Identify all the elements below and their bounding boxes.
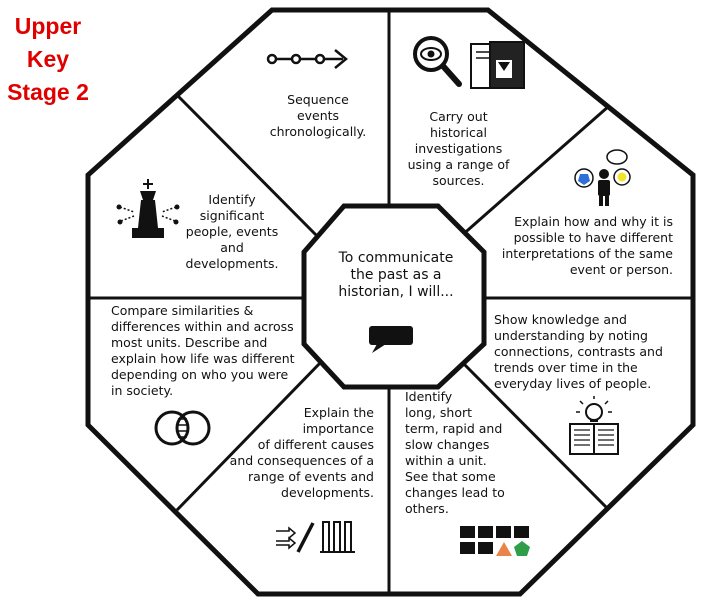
segment-causes-text: Explain the importance of different caus… <box>222 405 374 501</box>
segment-line: event or person. <box>569 262 673 277</box>
segment-line: Explain the <box>303 405 374 420</box>
book-lightbulb-icon <box>569 396 619 455</box>
segment-line: sources. <box>432 173 485 188</box>
divider-top-left <box>175 93 323 242</box>
segment-knowledge-text: Show knowledge and understanding by noti… <box>494 312 684 392</box>
magnifier-documents-icon <box>413 36 525 89</box>
segment-investigations-text: Carry out historical investigations usin… <box>396 109 521 189</box>
segment-line: term, rapid and <box>405 421 503 436</box>
chess-king-icon <box>116 179 180 238</box>
segment-line: and consequences of a <box>229 453 374 468</box>
segment-line: Explain how and why it is <box>514 214 673 229</box>
segment-line: chronologically. <box>269 124 367 139</box>
arrow-timeline-icon <box>266 49 348 69</box>
segment-line: interpretations of the same <box>501 246 673 261</box>
segment-line: importance <box>302 421 374 436</box>
center-line: To communicate <box>338 250 454 266</box>
segment-line: See that some <box>405 469 496 484</box>
segment-line: and <box>220 240 244 255</box>
segment-line: of different causes <box>257 437 374 452</box>
segment-line: historical <box>429 125 488 140</box>
segment-line: Sequence <box>287 92 349 107</box>
segment-sequence-text: Sequence events chronologically. <box>262 92 374 140</box>
segment-line: Carry out <box>429 109 488 124</box>
segment-compare-text: Compare similarities & differences withi… <box>111 303 311 399</box>
segment-line: events <box>296 108 340 123</box>
person-thought-bubbles-icon <box>574 149 631 206</box>
segment-line: people, events <box>185 224 279 239</box>
segment-line: everyday lives of people. <box>494 376 652 391</box>
segment-significant-text: Identify significant people, events and … <box>180 192 284 272</box>
segment-line: Show knowledge and <box>494 312 627 327</box>
segment-line: long, short <box>405 405 473 420</box>
segment-line: developments. <box>281 485 374 500</box>
segment-line: others. <box>405 501 449 516</box>
speech-bubble-icon <box>369 326 413 353</box>
stage-label: Upper Key Stage 2 <box>0 10 96 109</box>
segment-line: Compare similarities & <box>111 303 254 318</box>
center-statement: To communicate the past as a historian, … <box>318 250 474 301</box>
center-line: the past as a <box>350 267 442 283</box>
segment-line: range of events and <box>248 469 374 484</box>
segment-line: slow changes <box>405 437 490 452</box>
divider-bottom-left <box>175 359 324 512</box>
cause-consequence-icon <box>276 521 355 553</box>
segment-line: possible to have different <box>513 230 673 245</box>
segment-interpretations-text: Explain how and why it is possible to ha… <box>480 214 673 278</box>
venn-diagram-icon <box>154 410 211 446</box>
segment-dividers <box>88 10 693 594</box>
segment-line: within a unit. <box>405 453 487 468</box>
segment-line: using a range of <box>407 157 510 172</box>
segment-line: differences within and across <box>111 319 294 334</box>
stage-label-line: Key <box>26 46 70 72</box>
segment-line: in society. <box>111 383 174 398</box>
segment-line: connections, contrasts and <box>494 344 663 359</box>
segment-line: depending on who you were <box>111 367 289 382</box>
inner-octagon <box>301 203 487 390</box>
segment-line: investigations <box>414 141 503 156</box>
stage-label-line: Stage 2 <box>7 79 89 105</box>
shapes-pattern-icon <box>460 526 530 556</box>
segment-line: Identify <box>208 192 256 207</box>
segment-changes-text: Identify long, short term, rapid and slo… <box>405 389 525 517</box>
divider-bottom-right <box>457 357 611 512</box>
segment-line: significant <box>199 208 265 223</box>
stage-label-line: Upper <box>14 13 82 39</box>
segment-line: Identify <box>405 389 453 404</box>
segment-line: developments. <box>185 256 279 271</box>
segment-line: understanding by noting <box>494 328 648 343</box>
segment-line: changes lead to <box>405 485 505 500</box>
segment-line: trends over time in the <box>494 360 638 375</box>
segment-line: most units. Describe and <box>111 335 268 350</box>
center-line: historian, I will... <box>338 284 454 300</box>
divider-top-right <box>459 104 610 239</box>
segment-line: explain how life was different <box>111 351 295 366</box>
